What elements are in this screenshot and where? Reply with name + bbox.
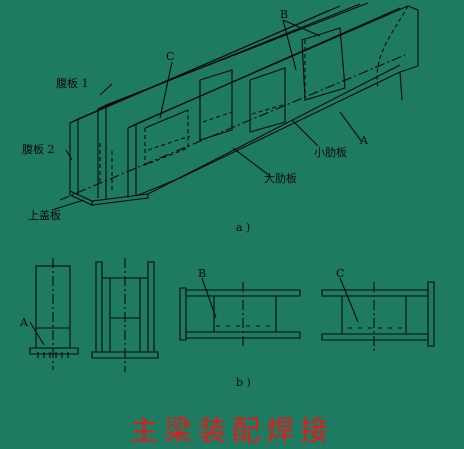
label-small-rib-plate: 小肋板 (314, 146, 347, 159)
cross-section-3 (179, 277, 301, 346)
label-b-top: B (280, 8, 289, 21)
label-a-top: A (360, 134, 368, 147)
label-c-top: C (166, 50, 175, 63)
caption-a: a ) (236, 221, 251, 234)
label-a-bottom: A (20, 316, 28, 329)
label-web-plate-1: 腹板 1 (56, 77, 89, 90)
cross-section-4 (321, 277, 435, 352)
girder-perspective-drawing (51, 2, 419, 211)
label-c-bottom: C (336, 267, 345, 280)
label-web-plate-2: 腹板 2 (22, 143, 55, 156)
label-b-bottom: B (198, 267, 207, 280)
page-title: 主梁装配焊接 (129, 414, 334, 447)
cross-section-1 (29, 258, 79, 370)
caption-b: b ) (236, 376, 251, 389)
label-top-cover-plate: 上盖板 (28, 209, 61, 222)
label-large-rib-plate: 大肋板 (264, 172, 297, 185)
cross-section-2 (91, 258, 159, 372)
